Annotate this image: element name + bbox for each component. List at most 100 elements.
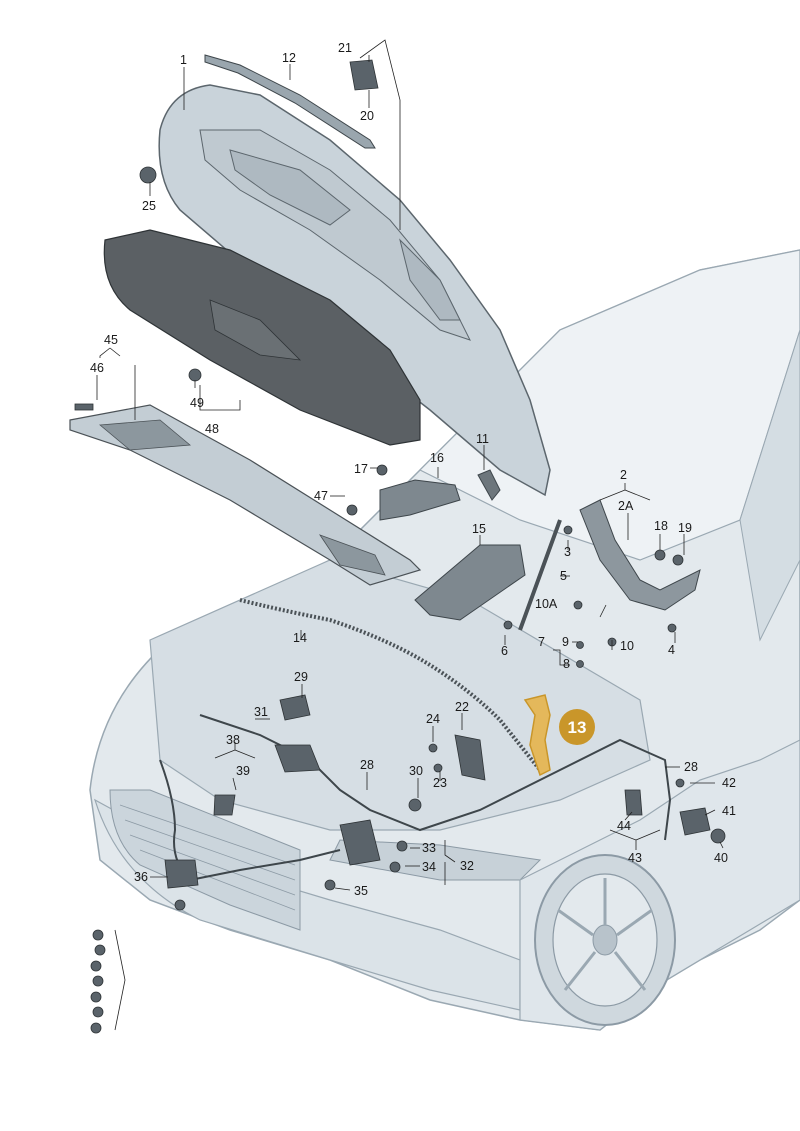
label-5: 5	[560, 569, 567, 583]
label-43: 43	[628, 851, 642, 865]
label-40: 40	[714, 851, 728, 865]
latch-plate	[279, 694, 311, 721]
bolt-23	[433, 763, 443, 773]
label-14: 14	[293, 631, 307, 645]
label-10: 10	[620, 639, 634, 653]
label-45: 45	[104, 333, 118, 347]
label-47: 47	[314, 489, 328, 503]
label-30: 30	[409, 764, 423, 778]
label-33: 33	[422, 841, 436, 855]
label-3: 3	[564, 545, 571, 559]
bolt-10a	[573, 600, 583, 610]
label-20: 20	[360, 109, 374, 123]
label-2a: 2A	[618, 499, 634, 513]
connector-33	[396, 840, 408, 852]
hood-seal-strip	[204, 54, 376, 149]
hood-catch	[164, 859, 199, 889]
highlight-label: 13	[568, 718, 587, 737]
bolt-9	[576, 641, 584, 649]
label-11: 11	[476, 432, 489, 446]
front-wheel	[534, 854, 676, 1026]
gas-strut	[518, 519, 562, 631]
label-36: 36	[134, 870, 148, 884]
label-15: 15	[472, 522, 486, 536]
sensor-30	[408, 798, 422, 812]
label-16: 16	[430, 451, 444, 465]
grille	[109, 789, 301, 931]
label-23: 23	[433, 776, 447, 790]
hood-hinge	[579, 499, 701, 611]
buffer-40	[710, 828, 726, 844]
hood-assembly	[69, 54, 701, 631]
connector-34	[389, 861, 401, 873]
cowl-grille-mesh	[98, 419, 192, 451]
engine-bay	[149, 559, 651, 831]
label-44: 44	[617, 819, 631, 833]
bolt-4	[667, 623, 677, 633]
label-48: 48	[205, 422, 219, 436]
label-25: 25	[142, 199, 156, 213]
label-42: 42	[722, 776, 736, 790]
hood-latch	[274, 744, 321, 773]
buffer-25	[139, 166, 157, 184]
label-38: 38	[226, 733, 240, 747]
leader-lines	[96, 39, 724, 1031]
hinge-mount-41	[679, 807, 711, 836]
headlight	[329, 839, 542, 881]
label-28a: 28	[360, 758, 374, 772]
clip-17	[376, 464, 388, 476]
bolt-3	[563, 525, 573, 535]
label-2: 2	[620, 468, 627, 482]
label-39: 39	[236, 764, 250, 778]
label-19: 19	[678, 521, 692, 535]
clip-47	[346, 504, 358, 516]
label-7: 7	[538, 635, 545, 649]
label-6: 6	[501, 644, 508, 658]
label-21: 21	[338, 41, 352, 55]
label-32: 32	[460, 859, 474, 873]
label-29: 29	[294, 670, 308, 684]
trim-bracket	[379, 479, 461, 521]
highlight-callout: 13	[559, 709, 595, 745]
label-31: 31	[254, 705, 268, 719]
bolt-24	[428, 743, 438, 753]
label-46: 46	[90, 361, 104, 375]
bolt-35	[324, 879, 336, 891]
hood-cutout-2	[399, 238, 461, 321]
label-12: 12	[282, 51, 296, 65]
label-18: 18	[654, 519, 668, 533]
label-34: 34	[422, 860, 436, 874]
hood-cutout-1	[229, 149, 351, 226]
label-35: 35	[354, 884, 368, 898]
screw-set	[90, 929, 106, 1034]
label-24: 24	[426, 712, 440, 726]
switch-39	[213, 794, 236, 816]
bolt-42	[675, 778, 685, 788]
buffer-18	[654, 549, 666, 561]
label-4: 4	[668, 643, 675, 657]
bolt-36	[174, 899, 186, 911]
label-10a: 10A	[535, 597, 558, 611]
retainer-21	[349, 59, 379, 91]
strut-bracket	[477, 469, 501, 501]
windshield	[418, 249, 800, 561]
bolt-8	[576, 660, 584, 668]
buffer-19	[672, 554, 684, 566]
lock-unit	[339, 819, 381, 866]
part-labels: 1 12 21 20 25 45 46 49 48 17 16 11 47 2 …	[90, 41, 736, 898]
cowl-grille-mesh-2	[318, 534, 386, 576]
label-49: 49	[190, 396, 204, 410]
highlighted-part-13	[523, 694, 551, 777]
sensor-bracket	[454, 734, 486, 781]
label-9: 9	[562, 635, 569, 649]
insulation-recess	[209, 299, 302, 361]
bolt-6	[503, 620, 513, 630]
clip-49	[188, 368, 202, 382]
label-17: 17	[354, 462, 368, 476]
side-window	[739, 329, 800, 642]
highlight-badge	[559, 709, 595, 745]
label-1: 1	[180, 53, 187, 67]
label-28b: 28	[684, 760, 698, 774]
hood-seal-14	[239, 598, 542, 772]
